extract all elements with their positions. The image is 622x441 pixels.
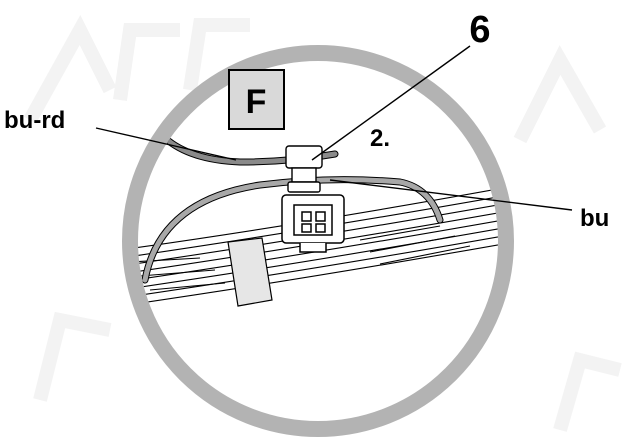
wire-clip: [285, 145, 323, 193]
panel-letter: F: [246, 83, 267, 121]
leader-bu: [329, 179, 573, 211]
leader-part-6: [311, 45, 471, 161]
harness-tape-band: [227, 237, 273, 307]
connector-housing: [281, 194, 345, 253]
wire-label-bu: bu: [580, 205, 609, 232]
leader-bu-rd: [95, 127, 237, 161]
panel-letter-box: [228, 69, 285, 130]
part-number-callout: 6: [469, 9, 490, 51]
watermark: [23, 14, 622, 432]
leader-lines: [95, 45, 573, 211]
step-label: 2.: [370, 125, 390, 152]
wire-label-bu-rd: bu-rd: [4, 107, 65, 134]
harness-detail: [138, 134, 498, 307]
